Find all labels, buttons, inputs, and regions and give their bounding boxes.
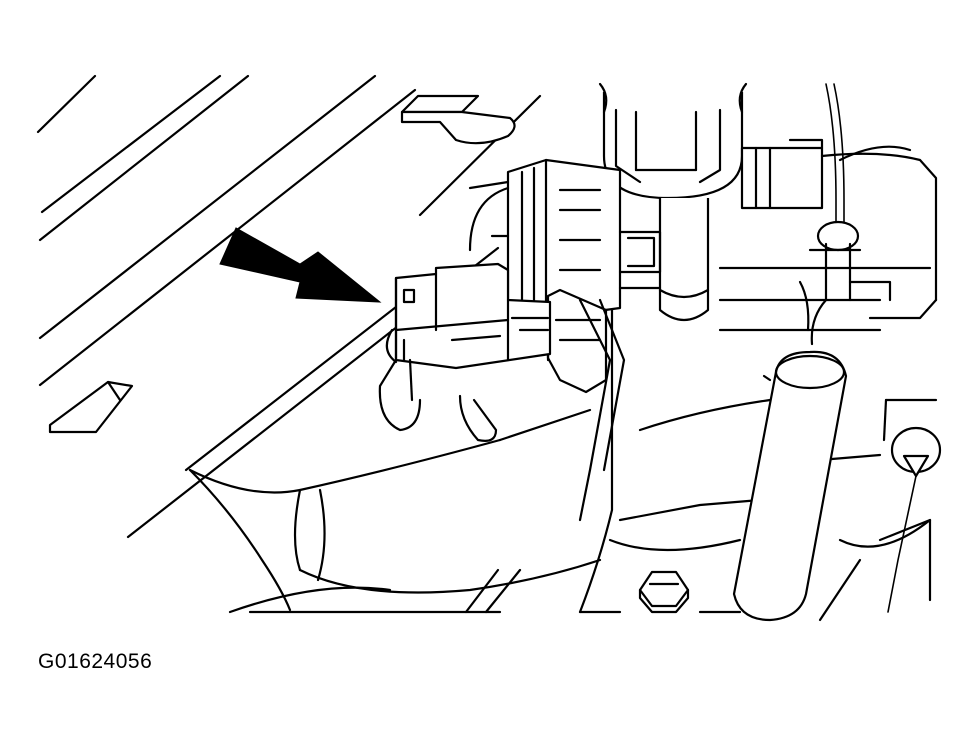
right-bracket [718, 138, 938, 332]
main-housing [498, 218, 932, 622]
electrical-connector [378, 262, 552, 442]
hose [188, 438, 602, 614]
panel-lines [36, 74, 542, 539]
hex-bolt [638, 570, 690, 614]
bracket-tab [400, 94, 516, 145]
housing-stack [468, 158, 662, 320]
harness-bracket [518, 288, 626, 522]
control-cable [798, 83, 862, 346]
component-line-drawing [36, 74, 942, 622]
cable-end [878, 398, 942, 613]
solenoid [598, 82, 748, 322]
lower-left-bracket [48, 380, 134, 434]
arrow-pointer-icon [219, 227, 382, 303]
lever-rod [732, 350, 848, 622]
figure-code: G01624056 [38, 650, 153, 673]
